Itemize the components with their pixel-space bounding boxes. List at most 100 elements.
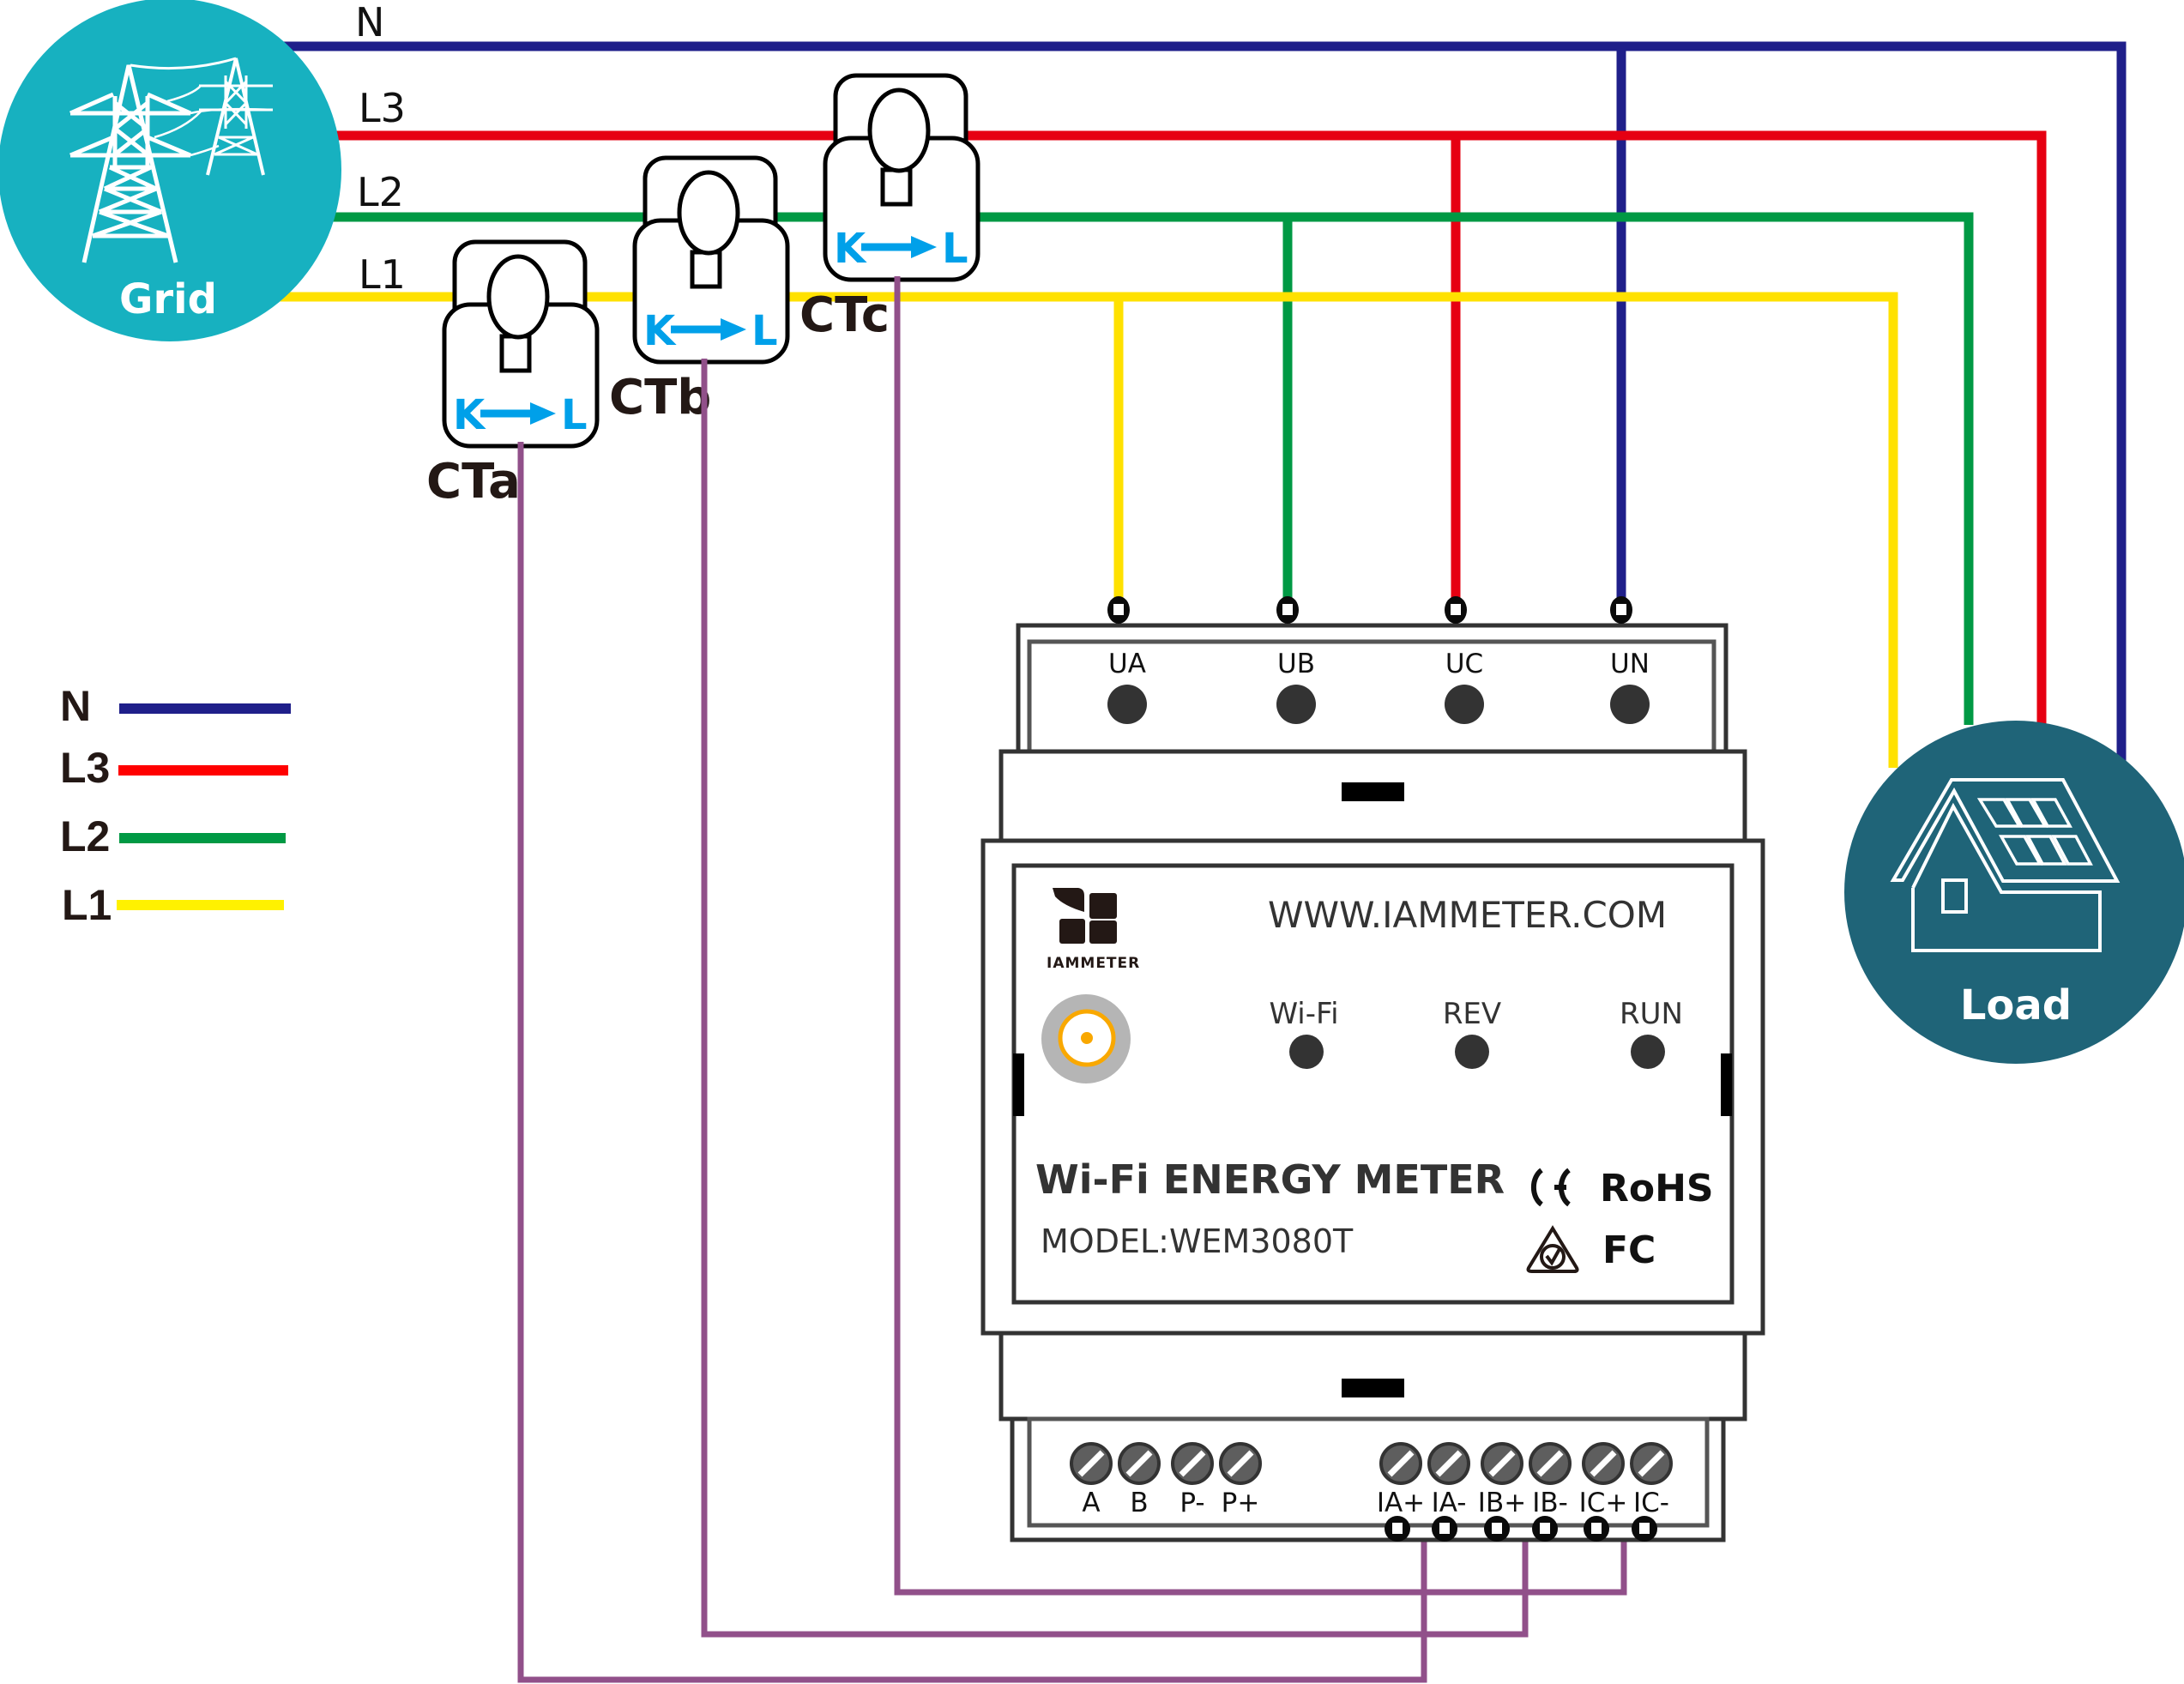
ct-lead-a (517, 442, 1427, 1683)
meter-lower-band (998, 1331, 1747, 1421)
terminal-hole (1276, 685, 1316, 724)
legend-label: N (60, 682, 91, 730)
terminal-ub: UB (1276, 596, 1316, 724)
led-wifi: Wi-Fi (1269, 997, 1339, 1069)
ct-lead-c (894, 276, 1627, 1596)
comm-terminal-pminus: P- (1171, 1442, 1214, 1518)
comm-terminal-b: B (1118, 1442, 1161, 1518)
ct-opening (867, 88, 931, 173)
ct-terminal-iaminus: IA- (1427, 1442, 1470, 1542)
terminal-label: UB (1277, 649, 1315, 679)
terminal-label: IC- (1633, 1488, 1669, 1518)
led-indicator (1631, 1035, 1665, 1069)
grid-label: Grid (119, 275, 217, 323)
terminal-label: UN (1610, 649, 1650, 679)
terminal-label: UA (1108, 649, 1146, 679)
rcm-mark-icon (1526, 1225, 1579, 1273)
led-indicator (1289, 1035, 1324, 1069)
led-label: Wi-Fi (1269, 997, 1338, 1031)
ct-stem (880, 167, 913, 207)
terminal-label: IB- (1532, 1488, 1568, 1518)
load-sink: Load (1844, 721, 2184, 1064)
terminal-label: IB+ (1478, 1488, 1526, 1518)
ct-label: CTc (799, 287, 890, 343)
comm-terminal-a: A (1070, 1442, 1113, 1518)
ct-l-label: L (561, 391, 588, 439)
wire-n (257, 41, 2127, 768)
wire-label-n: N (355, 0, 384, 45)
ct-arrowhead (911, 236, 937, 258)
legend-item-l3: L3 (60, 744, 288, 792)
terminal-label: B (1130, 1488, 1148, 1518)
din-clip-top (1342, 782, 1404, 801)
legend-label: L3 (60, 744, 110, 792)
grid-source: Grid (0, 0, 341, 341)
terminal-label: P- (1179, 1488, 1204, 1518)
led-run: RUN (1620, 997, 1683, 1069)
terminal-hole (1445, 685, 1484, 724)
voltage-terminals: UA UB UC UN (1107, 596, 1650, 724)
comm-terminal-pplus: P+ (1219, 1442, 1262, 1518)
ct-terminal-ibminus: IB- (1529, 1442, 1572, 1542)
led-rev: REV (1443, 997, 1501, 1069)
rohs-mark: RoHS (1600, 1167, 1714, 1210)
terminal-label: IC+ (1579, 1488, 1628, 1518)
terminal-label: P+ (1222, 1488, 1260, 1518)
house-solar-icon (1890, 778, 2121, 952)
ct-terminal-icplus: IC+ (1579, 1442, 1628, 1542)
ct-label: CTb (609, 370, 711, 426)
ct-terminal-iaplus: IA+ (1377, 1442, 1425, 1542)
led-indicator (1455, 1035, 1489, 1069)
terminal-ua: UA (1107, 596, 1147, 724)
ce-mark-icon (1530, 1168, 1571, 1207)
wire-label-l1: L1 (359, 251, 406, 298)
legend-item-n: N (60, 682, 291, 730)
terminal-un: UN (1610, 596, 1650, 724)
legend-item-l1: L1 (62, 881, 284, 929)
meter-title: Wi-Fi ENERGY METER (1035, 1156, 1505, 1203)
terminal-hole (1107, 685, 1147, 724)
led-label: RUN (1620, 997, 1683, 1031)
ct-stem (690, 250, 722, 289)
brand-label: IAMMETER (1047, 955, 1140, 972)
ct-lead-b (701, 359, 1529, 1638)
terminal-label: IA+ (1377, 1488, 1425, 1518)
ct-leads (517, 276, 1627, 1683)
terminal-label: IA- (1432, 1488, 1467, 1518)
terminal-label: UC (1445, 649, 1483, 679)
load-label: Load (1960, 981, 2072, 1029)
terminal-label: A (1082, 1488, 1100, 1518)
meter-url: WWW.IAMMETER.COM (1268, 894, 1667, 936)
legend-label: L2 (60, 812, 110, 860)
wire-label-l2: L2 (357, 169, 404, 215)
ct-opening (677, 170, 740, 256)
antenna-connector-icon (1041, 994, 1131, 1083)
ct-stem (499, 334, 532, 373)
side-tab-left (1013, 1053, 1024, 1116)
ct-arrowhead (721, 318, 746, 341)
terminal-hole (1610, 685, 1650, 724)
meter-model: MODEL:WEM3080T (1041, 1222, 1354, 1260)
legend-label: L1 (62, 881, 112, 929)
fcc-mark: FC (1602, 1228, 1656, 1272)
ct-l-label: L (751, 307, 778, 355)
ct-label: CTa (426, 454, 521, 510)
iammeter-logo-icon (1053, 888, 1117, 944)
power-tower-icon (69, 57, 274, 263)
terminal-uc: UC (1445, 596, 1484, 724)
ct-opening (486, 254, 550, 340)
led-label: REV (1443, 997, 1501, 1031)
ct-terminal-ibplus: IB+ (1478, 1442, 1526, 1542)
ct-terminal-icminus: IC- (1630, 1442, 1673, 1542)
ct-l-label: L (942, 225, 968, 273)
energy-meter: UA UB UC UN IAMMETER WWW.IAMMETER.COM Wi-Fi… (980, 596, 1765, 1542)
ct-arrowhead (530, 402, 556, 425)
meter-faceplate (1011, 863, 1735, 1305)
wire-label-l3: L3 (359, 85, 406, 131)
legend-item-l2: L2 (60, 812, 286, 860)
